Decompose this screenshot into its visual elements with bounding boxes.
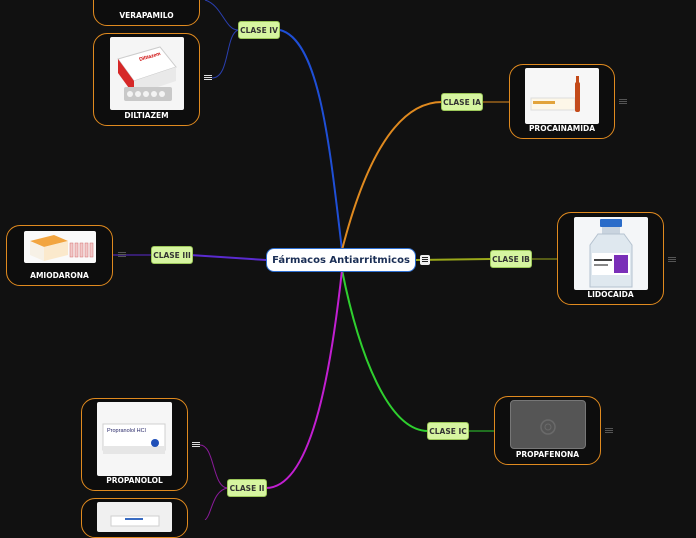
class-iii-node[interactable]: CLASE III: [151, 246, 193, 264]
diltiazem-label: DILTIAZEM: [124, 111, 169, 120]
class-iv-label: CLASE IV: [240, 25, 278, 35]
lidocaida-notes-icon[interactable]: [668, 256, 676, 264]
diltiazem-notes-icon[interactable]: [204, 74, 212, 82]
diltiazem-box-graphic: [117, 46, 177, 101]
procainamida-package-image: [525, 68, 599, 124]
drug-card-propafenona[interactable]: PROPAFENONA: [494, 396, 601, 465]
propanolol-package-text: Propranolol HCl: [107, 428, 146, 434]
propafenona-image-placeholder: [510, 400, 586, 449]
class-ii-node[interactable]: CLASE II: [227, 479, 267, 497]
drug-card-propanolol[interactable]: Propranolol HCl PROPANOLOL: [81, 398, 188, 491]
amiodarona-package-image: [24, 231, 96, 263]
branch-class-ii: [265, 269, 343, 489]
drug-card-amiodarona[interactable]: AMIODARONA: [6, 225, 113, 286]
class-ii-label: CLASE II: [229, 483, 265, 493]
amiodarona-notes-icon[interactable]: [118, 251, 126, 259]
branch-class-iii: [189, 254, 267, 261]
lidocaida-label: LIDOCAIDA: [587, 290, 634, 299]
amiodarona-box-graphic: [30, 235, 94, 261]
link-class-iv-verapamilo: [204, 0, 239, 31]
central-topic-label: Fármacos Antiarritmicos: [272, 254, 410, 266]
branch-class-iv: [279, 29, 343, 251]
link-class-ii-next: [204, 487, 229, 520]
amiodarona-label: AMIODARONA: [30, 271, 89, 280]
lidocaida-vial-graphic: [589, 219, 633, 288]
class-ic-label: CLASE IC: [429, 426, 467, 436]
image-placeholder-icon: [540, 419, 556, 435]
propanolol-notes-icon[interactable]: [192, 441, 200, 449]
propanolol-label: PROPANOLOL: [106, 476, 163, 485]
class-ic-node[interactable]: CLASE IC: [427, 422, 469, 440]
propanolol-package-image: Propranolol HCl: [97, 402, 172, 476]
class-ib-label: CLASE IB: [492, 254, 530, 264]
central-topic[interactable]: Fármacos Antiarritmicos: [266, 248, 416, 272]
drug-card-procainamida[interactable]: PROCAINAMIDA: [509, 64, 615, 139]
drug-card-verapamilo[interactable]: VERAPAMILO: [93, 0, 200, 26]
link-class-iv-diltiazem: [211, 29, 239, 79]
class-ib-node[interactable]: CLASE IB: [490, 250, 532, 268]
drug-card-diltiazem[interactable]: Diltiazem DILTIAZEM: [93, 33, 200, 126]
propafenona-label: PROPAFENONA: [515, 450, 580, 459]
procainamida-notes-icon[interactable]: [619, 98, 627, 106]
class-ii-second-package-image: [97, 502, 172, 532]
class-iii-label: CLASE III: [153, 250, 191, 260]
verapamilo-label: VERAPAMILO: [119, 11, 174, 20]
link-class-ii-propanolol: [199, 444, 229, 489]
drug-card-class-ii-second[interactable]: [81, 498, 188, 538]
central-collapse-icon[interactable]: [420, 255, 430, 265]
drug-card-lidocaida[interactable]: LIDOCAIDA: [557, 212, 664, 305]
procainamida-label: PROCAINAMIDA: [528, 124, 596, 133]
class-ii-second-box-graphic: [110, 515, 160, 527]
class-iv-node[interactable]: CLASE IV: [238, 21, 280, 39]
propafenona-notes-icon[interactable]: [605, 427, 613, 435]
branch-class-ia: [341, 101, 443, 251]
lidocaida-vial-image: [574, 217, 648, 290]
branch-class-ic: [341, 269, 429, 432]
class-ia-node[interactable]: CLASE IA: [441, 93, 483, 111]
diltiazem-package-image: Diltiazem: [110, 37, 184, 110]
class-ia-label: CLASE IA: [443, 97, 481, 107]
propanolol-box-graphic: [102, 423, 166, 454]
procainamida-ampoule-graphic: [530, 76, 580, 112]
